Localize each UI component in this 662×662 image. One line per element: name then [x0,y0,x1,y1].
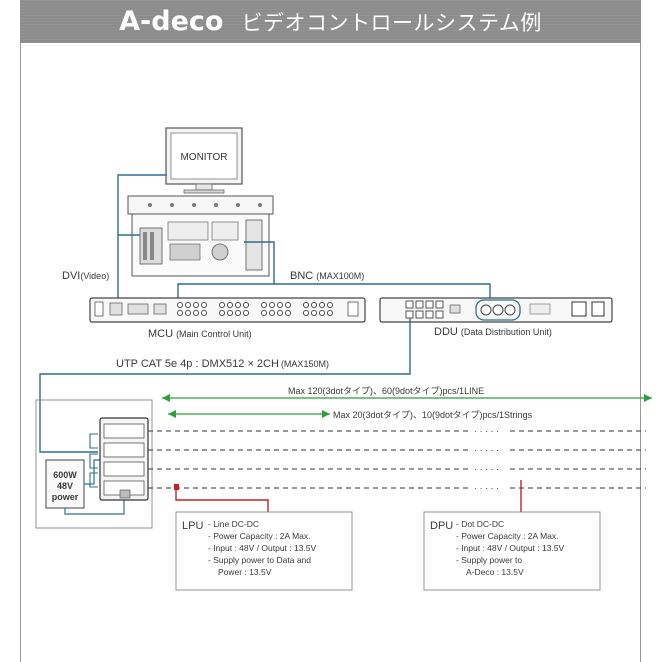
bnc-cable-ddu [274,283,491,302]
utp-label: UTP CAT 5e 4p : DMX512 × 2CH(MAX150M) [116,358,329,370]
lpu-area-frame [35,399,153,529]
bnc-label-main: BNC [290,270,313,282]
ddu-label-note: (Data Distribution Unit) [461,327,552,337]
title-subtitle: ビデオコントロールシステム例 [241,11,542,35]
power-line-1: 600W [53,470,77,480]
dots-row-4: · · · · · [474,483,499,493]
dvi-cable [117,174,167,236]
page-title: A-deco ビデオコントロールシステム例 [20,0,641,43]
power-supply [45,459,85,509]
title-bar [20,0,641,43]
mcu-label-main: MCU [148,328,173,340]
mcu-label: MCU(Main Control Unit) [148,328,252,340]
utp-label-main: UTP CAT 5e 4p : DMX512 × 2CH [116,358,279,370]
bnc-label: BNC(MAX100M) [290,270,364,282]
dvi-label-main: DVI [62,270,80,282]
mcu-unit [89,297,366,323]
monitor-label: MONITOR [180,152,227,163]
power-line-2: 48V [57,481,73,491]
dpu-item-5: A-Deco : 13.5V [466,567,524,577]
dpu-item-3: - Input : 48V / Output : 13.5V [456,543,565,553]
lpu-item-1: - Line DC-DC [208,519,259,529]
dvi-label: DVI(Video) [62,270,109,282]
lpu-red-line [175,486,269,512]
lpu-item-3: - Input : 48V / Output : 13.5V [208,543,317,553]
dpu-info-box [423,511,601,591]
max-string-arrow [168,410,330,418]
monitor: MONITOR [165,127,243,194]
dpu-item-4: - Supply power to [456,555,522,565]
power-wire-b [64,500,125,515]
dpu-item-2: - Power Capacity : 2A Max. [456,531,559,541]
utp-label-note: (MAX150M) [281,359,329,369]
lpu-item-5: Power : 13.5V [218,567,272,577]
brand-name: A-deco [119,6,224,37]
power-wire-a [84,459,104,485]
lpu-info-box [175,511,353,591]
max-string-label: Max 20(3dotタイプ)、10(9dotタイプ)pcs/1Strings [333,410,533,420]
dpu-info-label: DPU [430,520,453,532]
lpu-item-2: - Power Capacity : 2A Max. [208,531,311,541]
ddu-label: DDU(Data Distribution Unit) [434,326,552,338]
lpu-unit [89,417,149,501]
max-line-label: Max 120(3dotタイプ)、60(9dotタイプ)pcs/1LINE [288,386,484,396]
dots-row-3: · · · · · [474,464,499,474]
max-line-arrow [162,394,652,402]
control-pc [127,195,274,277]
lpu-marker [174,484,179,490]
content-frame [20,0,641,662]
utp-cable [39,318,411,453]
power-line-3: power [52,492,79,502]
dots-row-1: · · · · · [474,426,499,436]
ddu-label-main: DDU [434,326,458,338]
bnc-label-note: (MAX100M) [316,271,364,281]
dot-strings [148,430,646,489]
ddu-unit [379,297,613,323]
mcu-label-note: (Main Control Unit) [176,329,252,339]
lpu-info-label: LPU [182,520,203,532]
lpu-item-4: - Supply power to Data and [208,555,311,565]
dpu-item-1: - Dot DC-DC [456,519,504,529]
dvi-label-note: (Video) [80,271,109,281]
dots-row-2: · · · · · [474,445,499,455]
